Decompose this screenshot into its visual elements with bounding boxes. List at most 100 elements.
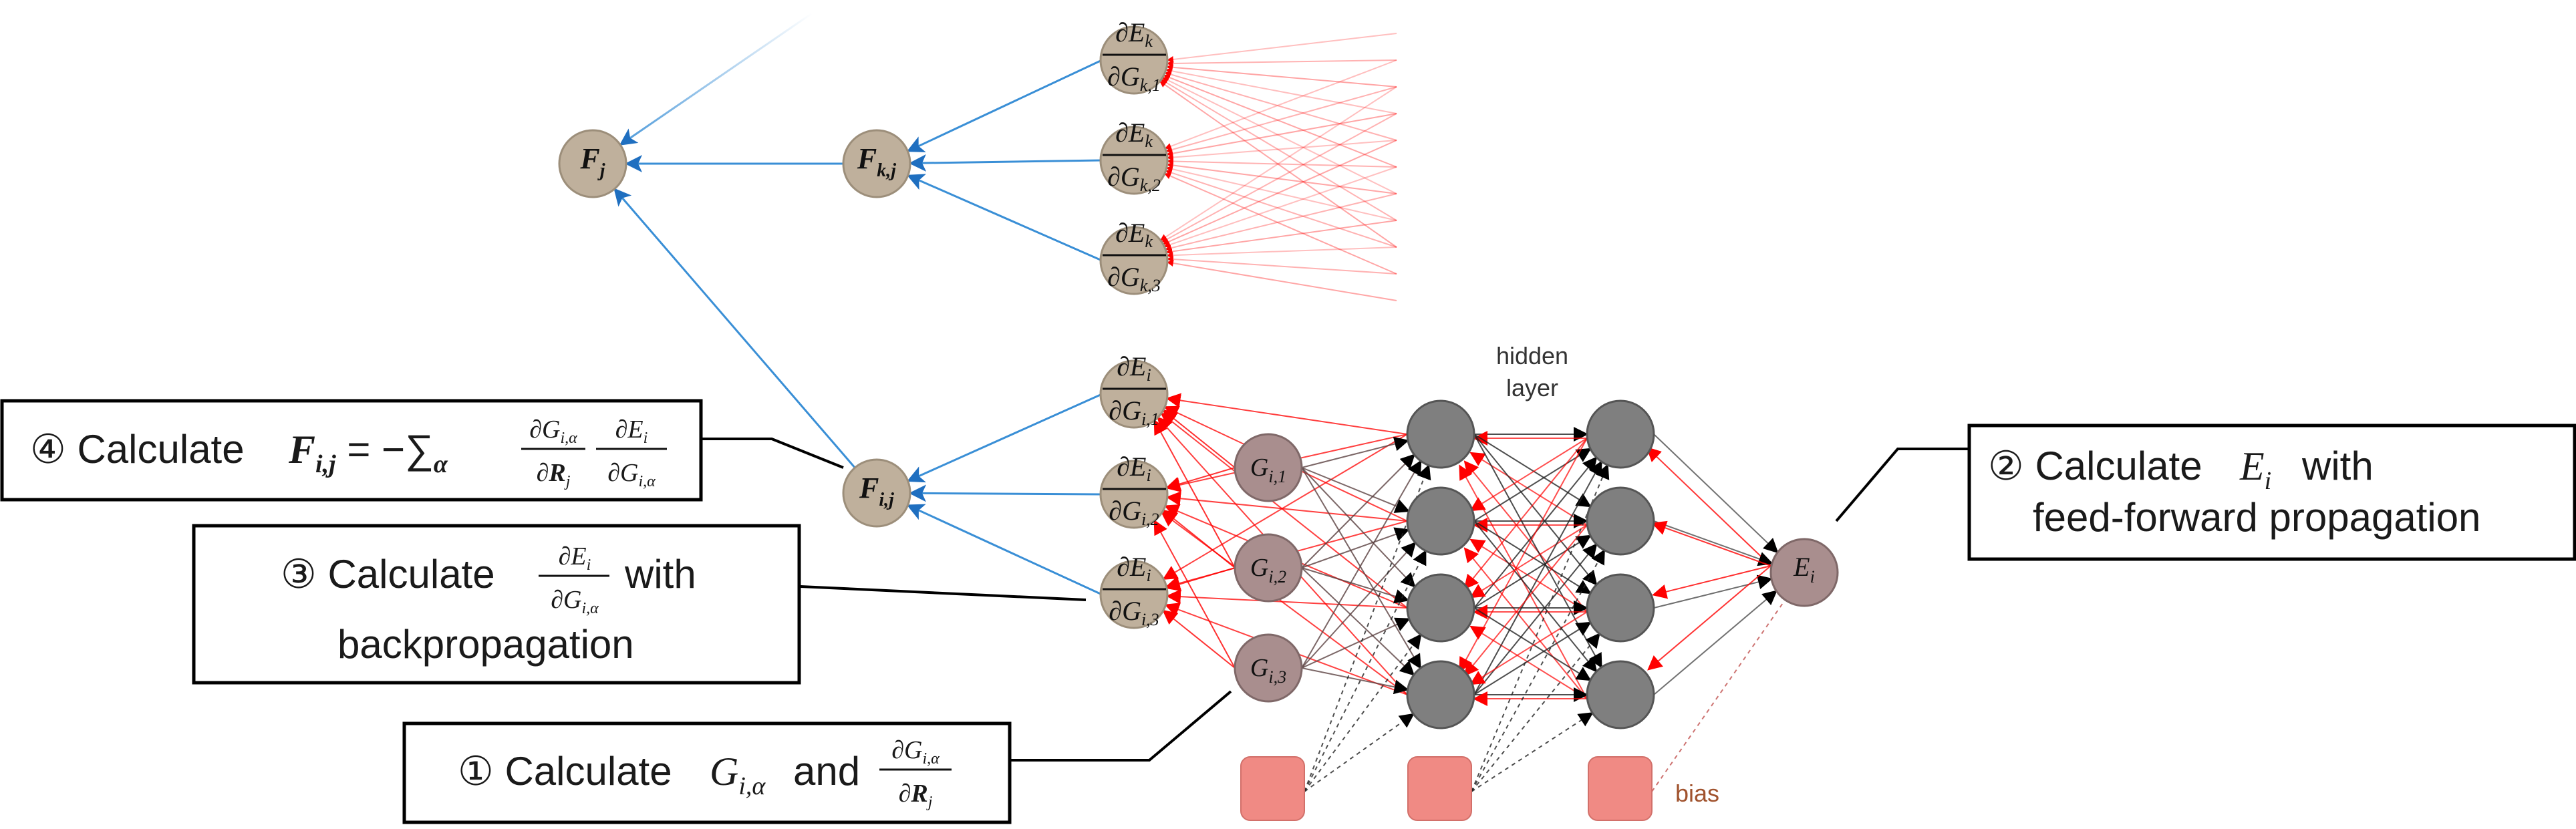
red-fade-edge-2-5 <box>1165 220 1397 255</box>
red-edge-g-dei-1-2 <box>1165 567 1236 592</box>
svg-text:∂Ei: ∂Ei <box>1117 552 1151 585</box>
dark-edge-g-h1-2-3 <box>1301 667 1409 695</box>
box-step3: ③ Calculate ∂Ei ∂Gi,α with backpropagati… <box>192 524 801 685</box>
red-fade-edge-0-4 <box>1164 71 1397 141</box>
red-edge-h1-dei-3-1 <box>1161 512 1408 695</box>
dark-edge-h1-h2-2-1 <box>1473 534 1592 609</box>
bias-edge-1-0 <box>1471 464 1610 792</box>
red-fade-edge-1-0 <box>1164 59 1397 150</box>
node-dek-dg3: ∂Ek ∂Gk,3 <box>1103 218 1166 295</box>
svg-text:feed-forward propagation: feed-forward propagation <box>2033 495 2480 540</box>
dark-edge-h1-h2-2-3 <box>1473 607 1592 681</box>
red-edge-h2-h1-1-2 <box>1469 538 1588 613</box>
red-fade-edge-2-8 <box>1166 260 1397 301</box>
connector-step1 <box>1011 690 1232 762</box>
dark-edge-g-h1-1-0 <box>1301 454 1415 568</box>
svg-text:∂Rj: ∂Rj <box>899 780 933 811</box>
red-fade-edge-0-6 <box>1161 77 1397 194</box>
hidden-node-1-2 <box>1406 486 1475 556</box>
bias-edge-2-e <box>1651 599 1786 792</box>
red-edge-e-h2-0 <box>1646 446 1771 566</box>
red-edge-g-dei-0-0 <box>1162 409 1236 468</box>
red-edge-h2-h1-3-1 <box>1463 524 1588 677</box>
svg-text:∂Rj: ∂Rj <box>537 459 571 490</box>
svg-text:① Calculate: ① Calculate <box>458 749 672 794</box>
red-edge-h2-h1-3-0 <box>1459 438 1588 673</box>
red-fade-edge-0-3 <box>1165 67 1397 114</box>
red-edge-h2-h1-1-0 <box>1469 438 1588 512</box>
svg-text:∂Gi,α: ∂Gi,α <box>891 736 940 768</box>
blue-edge-fade <box>619 12 813 146</box>
bias-edge-1-3 <box>1471 712 1594 792</box>
blue-edge-dek-0 <box>906 59 1103 152</box>
red-fade-edge-1-4 <box>1166 158 1397 168</box>
svg-text:∂Gi,α: ∂Gi,α <box>529 416 577 447</box>
red-fade-edge-2-1 <box>1161 113 1397 243</box>
dark-edge-g-h1-0-2 <box>1301 467 1416 588</box>
dark-edge-g-h1-1-2 <box>1301 567 1410 604</box>
edges-layer <box>613 12 1786 792</box>
node-g3: Gi,3 <box>1250 654 1286 687</box>
red-edge-e-h2-2 <box>1652 565 1771 599</box>
red-fade-edge-0-7 <box>1160 79 1397 221</box>
hidden-node-2-1 <box>1586 399 1655 469</box>
red-fade-edge-1-1 <box>1165 86 1397 153</box>
svg-text:② Calculate: ② Calculate <box>1988 444 2202 488</box>
box-step4: ④ Calculate Fi,j = −∑α ∂Gi,α ∂Rj ∂Ei ∂Gi… <box>0 399 703 502</box>
red-fade-edge-2-4 <box>1165 193 1397 251</box>
red-fade-edge-0-2 <box>1165 63 1397 88</box>
red-edge-h1-dei-1-1 <box>1165 491 1408 522</box>
dark-edge-g-h1-1-3 <box>1301 567 1415 676</box>
red-fade-edge-1-2 <box>1166 113 1397 157</box>
dark-edge-g-h1-2-0 <box>1301 460 1422 669</box>
svg-text:∂Ei: ∂Ei <box>1117 351 1151 385</box>
node-circle-e-i <box>1769 538 1839 607</box>
svg-text:∂Ek: ∂Ek <box>1115 17 1153 51</box>
node-circle-f-ij <box>842 458 911 528</box>
node-circle-dei-1 <box>1099 359 1169 429</box>
connector-step2 <box>1835 448 1968 522</box>
dark-edge-g-h1-1-1 <box>1301 527 1410 568</box>
blue-edge-dek-1 <box>908 154 1103 172</box>
connector-step3 <box>800 585 1087 601</box>
red-edge-h1-dei-0-2 <box>1162 434 1408 580</box>
bias-node-hidden2 <box>1588 756 1653 821</box>
bias-nodes <box>1240 756 1653 821</box>
red-fade-edge-2-0 <box>1159 86 1397 241</box>
red-edge-h2-h1-0-2 <box>1463 460 1588 613</box>
node-circle-f-kj <box>842 129 911 198</box>
red-fade-edge-0-1 <box>1166 59 1397 67</box>
bias-edge-1-1 <box>1471 549 1605 792</box>
svg-text:∂Gi,2: ∂Gi,2 <box>1109 496 1159 529</box>
red-fade-edge-0-5 <box>1163 74 1397 168</box>
red-edge-g-dei-2-2 <box>1162 609 1236 669</box>
node-circle-g-2 <box>1234 533 1303 603</box>
bias-edge-0-2 <box>1304 633 1422 792</box>
red-edge-g-dei-1-0 <box>1153 419 1236 568</box>
svg-text:with: with <box>624 552 696 597</box>
bias-node-input <box>1240 756 1305 821</box>
svg-text:∂Ei: ∂Ei <box>1117 452 1151 485</box>
bias-edge-0-1 <box>1304 549 1427 792</box>
dark-edge-h1-h2-1-3 <box>1473 520 1598 673</box>
dark-edge-h1-h2-3-2 <box>1473 621 1592 695</box>
svg-text:∂Ei: ∂Ei <box>615 416 648 447</box>
red-edge-g-dei-1-1 <box>1162 509 1236 568</box>
blue-edge-force-1 <box>613 188 878 494</box>
svg-text:∂Ei: ∂Ei <box>559 542 591 574</box>
red-fade-edge-1-5 <box>1166 162 1397 194</box>
red-edge-e-h2-1 <box>1651 520 1771 566</box>
svg-text:with: with <box>2301 444 2374 488</box>
box-step2: ② Calculate Ei with feed-forward propaga… <box>1967 424 2576 561</box>
svg-text:and: and <box>793 749 860 794</box>
node-circle-dek-3 <box>1099 226 1169 295</box>
node-g2: Gi,2 <box>1250 554 1286 587</box>
dark-edge-h2-e-2 <box>1653 574 1773 609</box>
blue-edge-dei-2 <box>906 504 1103 596</box>
svg-text:Fi,j = −∑α: Fi,j = −∑α <box>288 427 448 478</box>
red-edge-e-h2-3 <box>1647 565 1771 671</box>
blue-edge-dei-1 <box>908 484 1103 502</box>
red-fade-edge-2-2 <box>1162 140 1397 245</box>
hidden-layer-label-line2: layer <box>1506 374 1558 401</box>
